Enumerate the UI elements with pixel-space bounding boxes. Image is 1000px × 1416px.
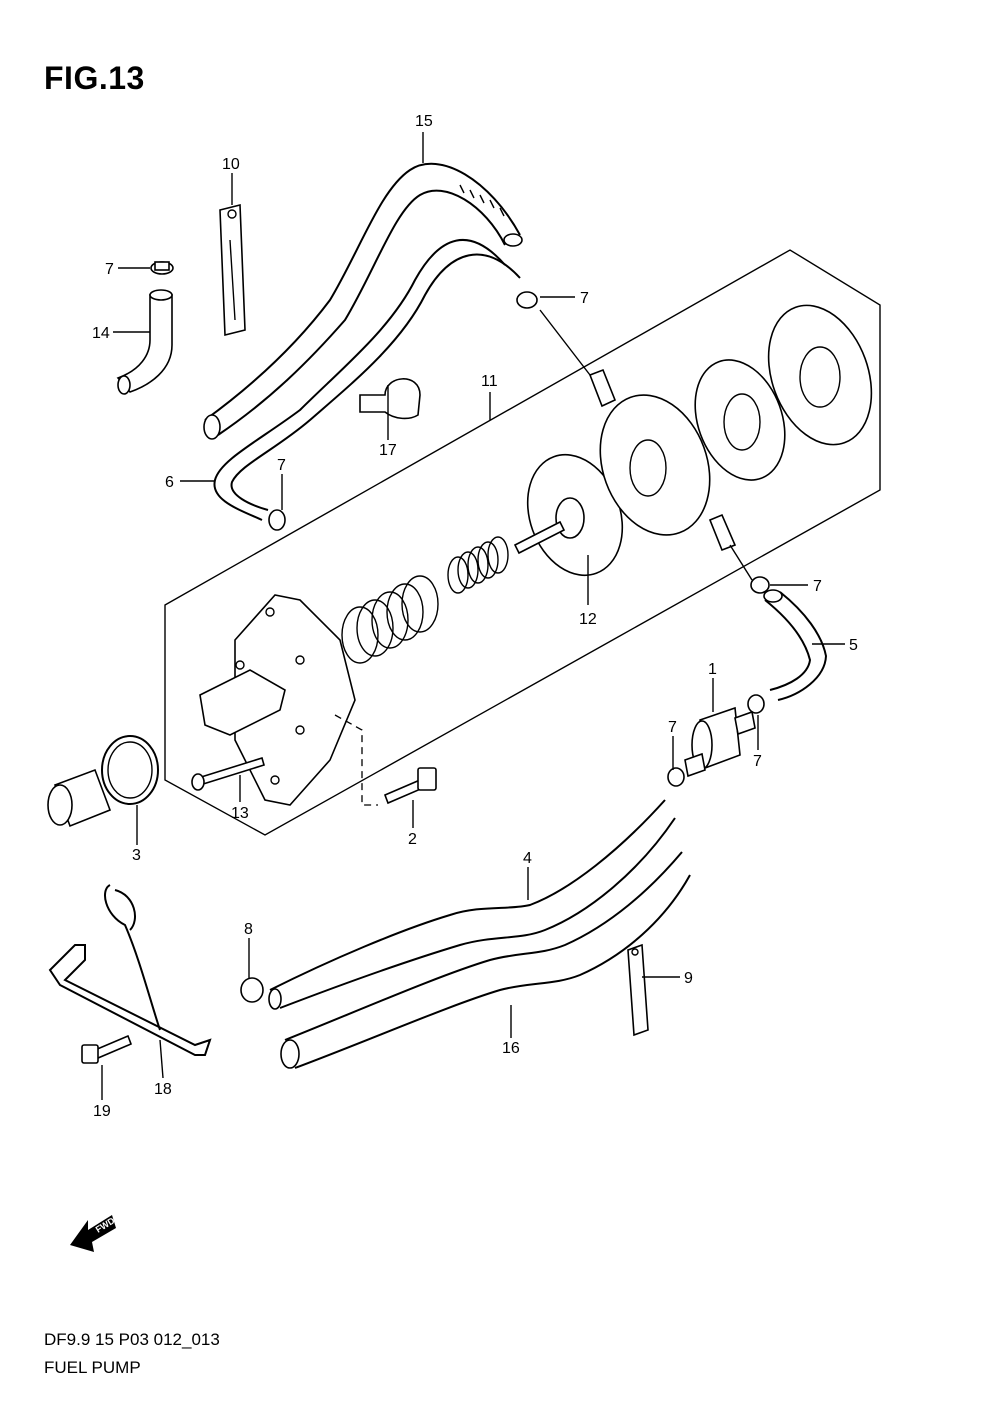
callout-7e: 7 (753, 753, 762, 770)
gasket (694, 359, 786, 481)
hose-14 (116, 289, 173, 395)
callout-6: 6 (165, 474, 174, 491)
bracket-18 (48, 884, 212, 1056)
clip-7-f (667, 767, 685, 787)
callout-4: 4 (523, 850, 532, 867)
bolt-2 (383, 767, 437, 805)
callout-17: 17 (379, 442, 397, 459)
pump-body (588, 368, 737, 552)
clip-7-d (750, 576, 770, 594)
callout-7c: 7 (277, 457, 286, 474)
clip-7-c (268, 509, 286, 531)
bolt-leader (334, 714, 378, 806)
clip-7-a (150, 261, 174, 275)
callout-13: 13 (231, 805, 249, 822)
callout-8: 8 (244, 921, 253, 938)
spring-large (341, 575, 439, 664)
hose-16 (280, 851, 691, 1069)
strap-10 (219, 203, 246, 337)
screw-13 (191, 756, 265, 791)
hose-15 (203, 162, 523, 440)
figure-title: FIG.13 (44, 60, 145, 96)
clip-8 (240, 977, 264, 1003)
callout-14: 14 (92, 325, 110, 342)
fuel-filter-1 (684, 706, 756, 778)
figure-name: FUEL PUMP (44, 1358, 141, 1377)
callout-15: 15 (415, 113, 433, 130)
o-ring-3 (101, 735, 159, 805)
leader-18 (159, 1039, 164, 1079)
fwd-arrow-icon: FWD (70, 1215, 117, 1252)
callout-11: 11 (481, 373, 498, 390)
clip-7-e (747, 694, 765, 714)
pump-assembly-outline (164, 249, 881, 836)
leader-7b-extra (539, 309, 591, 376)
figure-code: DF9.9 15 P03 012_013 (44, 1330, 220, 1349)
clamp-17 (359, 378, 421, 420)
callout-1: 1 (708, 661, 717, 678)
strap-9 (627, 943, 649, 1037)
leader-7d-extra (729, 544, 753, 581)
callout-19: 19 (93, 1103, 111, 1120)
hose-5 (763, 589, 828, 701)
hose-6 (213, 238, 521, 521)
callout-7b: 7 (580, 290, 589, 307)
callout-7d: 7 (813, 578, 822, 595)
plate (767, 304, 873, 446)
pump-cover (199, 594, 356, 806)
callout-18: 18 (154, 1081, 172, 1098)
callout-9: 9 (684, 970, 693, 987)
clip-7-b (516, 291, 538, 309)
callout-3: 3 (132, 847, 141, 864)
callout-7f: 7 (668, 719, 677, 736)
filter-cylinder (47, 768, 112, 828)
spring-small (447, 536, 509, 594)
hose-4 (268, 799, 676, 1010)
callout-16: 16 (502, 1040, 520, 1057)
callout-2: 2 (408, 831, 417, 848)
callout-10: 10 (222, 156, 240, 173)
callout-12: 12 (579, 611, 597, 628)
callout-5: 5 (849, 637, 858, 654)
bolt-19 (81, 1034, 133, 1064)
callout-7a: 7 (105, 261, 114, 278)
